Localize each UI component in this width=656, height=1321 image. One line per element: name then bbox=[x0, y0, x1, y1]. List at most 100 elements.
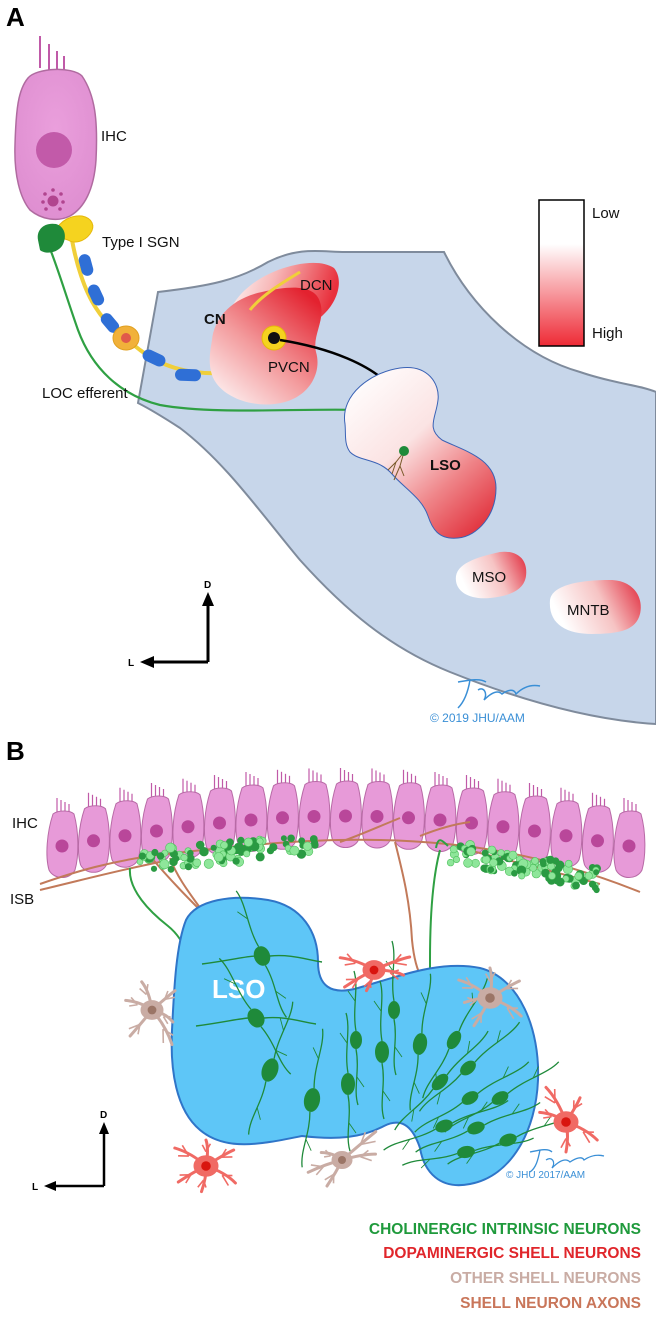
hair-cell bbox=[361, 768, 394, 849]
cholinergic-neuron bbox=[301, 1028, 324, 1168]
varicosity bbox=[210, 844, 217, 851]
varicosity bbox=[213, 852, 224, 862]
varicosity bbox=[518, 872, 526, 880]
cholinergic-neuron bbox=[394, 1030, 489, 1131]
cholinergic-neuron bbox=[339, 1012, 357, 1152]
axis-b-d-label: D bbox=[100, 1110, 107, 1121]
axis-l-label: L bbox=[128, 658, 134, 669]
hair-cell bbox=[109, 787, 142, 868]
varicosity bbox=[497, 849, 505, 857]
hair-cell bbox=[203, 775, 236, 856]
inner-hair-cell bbox=[14, 36, 98, 221]
varicosity bbox=[508, 850, 518, 860]
cholinergic-neuron bbox=[409, 973, 432, 1111]
cholinergic-neuron bbox=[347, 970, 365, 1106]
varicosity bbox=[572, 881, 580, 890]
hair-cell bbox=[455, 775, 488, 856]
dopaminergic-shell-neuron bbox=[538, 1085, 599, 1154]
varicosity bbox=[446, 858, 455, 867]
hair-cell bbox=[172, 778, 205, 859]
dcn-label: DCN bbox=[300, 277, 333, 294]
varicosity bbox=[234, 843, 242, 850]
lso-label: LSO bbox=[430, 457, 461, 474]
artist-signature-b bbox=[529, 1149, 605, 1173]
panel-a: A IHC bbox=[6, 2, 656, 726]
ihc-label: IHC bbox=[101, 128, 127, 145]
hair-cell bbox=[487, 778, 520, 859]
lso-principal-neuron bbox=[387, 446, 409, 481]
axis-d-label: D bbox=[204, 580, 211, 591]
varicosity bbox=[237, 848, 245, 856]
hair-cell bbox=[392, 769, 425, 850]
hair-cell bbox=[581, 792, 614, 873]
varicosity bbox=[243, 837, 253, 847]
varicosity bbox=[138, 852, 146, 860]
cholinergic-neuron bbox=[418, 1021, 521, 1112]
legend-dopaminergic: DOPAMINERGIC SHELL NEURONS bbox=[383, 1245, 641, 1262]
lso-nucleus bbox=[344, 367, 497, 539]
panel-b: B IHC ISB LSO bbox=[6, 736, 646, 1312]
sgn-label: Type I SGN bbox=[102, 234, 180, 251]
varicosity bbox=[574, 871, 583, 881]
varicosity bbox=[199, 847, 209, 857]
varicosity bbox=[564, 859, 573, 868]
varicosity bbox=[180, 853, 188, 862]
varicosity bbox=[203, 858, 214, 869]
efferent-varicosities bbox=[136, 834, 602, 894]
loc-terminal bbox=[37, 223, 65, 253]
varicosity bbox=[255, 852, 265, 862]
myelin-segments bbox=[78, 254, 201, 382]
legend-shell-axons: SHELL NEURON AXONS bbox=[460, 1295, 641, 1312]
varicosity bbox=[481, 849, 489, 857]
copyright-b: © JHU 2017/AAM bbox=[506, 1170, 585, 1181]
cholinergic-neuron bbox=[444, 1061, 560, 1133]
varicosity bbox=[541, 868, 550, 878]
cholinergic-neurons bbox=[195, 890, 573, 1169]
varicosity bbox=[287, 834, 295, 843]
cholinergic-neuron bbox=[414, 1061, 530, 1133]
varicosity bbox=[584, 871, 593, 880]
varicosity bbox=[489, 858, 498, 867]
varicosity bbox=[169, 857, 178, 867]
axis-b-l-label: L bbox=[32, 1182, 38, 1193]
sgn-cell-body bbox=[112, 325, 140, 351]
legend: CHOLINERGIC INTRINSIC NEURONS DOPAMINERG… bbox=[369, 1221, 641, 1312]
mntb-label: MNTB bbox=[567, 602, 610, 619]
other-shell-neuron bbox=[306, 1130, 378, 1188]
varicosity bbox=[280, 835, 287, 842]
hair-cell bbox=[77, 792, 110, 873]
hair-cell bbox=[329, 768, 362, 848]
shell-neurons bbox=[124, 953, 599, 1194]
varicosity bbox=[481, 855, 491, 865]
hair-cell bbox=[266, 769, 299, 850]
varicosity bbox=[237, 836, 245, 845]
varicosity bbox=[555, 860, 565, 870]
cholinergic-neuron bbox=[402, 1135, 534, 1169]
intensity-scale-bar bbox=[538, 199, 585, 347]
varicosity bbox=[302, 841, 313, 851]
varicosity bbox=[487, 866, 495, 873]
copyright-a: © 2019 JHU/AAM bbox=[430, 711, 525, 725]
varicosity bbox=[311, 841, 319, 849]
ihc-row-label: IHC bbox=[12, 815, 38, 832]
other-shell-neuron bbox=[124, 980, 177, 1047]
varicosity bbox=[480, 864, 488, 872]
varicosity bbox=[167, 865, 175, 873]
varicosity bbox=[531, 857, 539, 865]
varicosity bbox=[156, 852, 165, 860]
orientation-axes-a: D L bbox=[128, 580, 214, 669]
varicosity bbox=[298, 837, 306, 845]
cn-label: CN bbox=[204, 311, 226, 328]
cholinergic-neuron bbox=[218, 957, 292, 1075]
panel-b-letter: B bbox=[6, 736, 25, 766]
varicosity bbox=[184, 863, 193, 871]
varicosity bbox=[593, 886, 600, 894]
varicosity bbox=[516, 865, 527, 876]
mso-label: MSO bbox=[472, 569, 506, 586]
hair-cell bbox=[550, 787, 583, 868]
varicosity bbox=[195, 840, 205, 850]
hair-cell bbox=[46, 798, 79, 878]
varicosity bbox=[471, 858, 480, 868]
varicosity bbox=[548, 872, 556, 880]
